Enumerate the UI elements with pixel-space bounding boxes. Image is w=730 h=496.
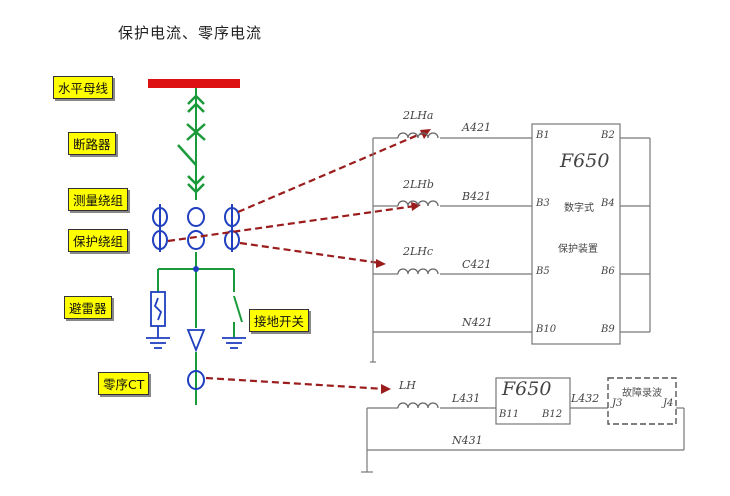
ct-label-c: 2LHc (403, 245, 434, 258)
ct-label-b: 2LHb (403, 178, 434, 191)
terminal-b12: B12 (542, 409, 563, 420)
wire-label-c421: C421 (462, 258, 492, 271)
label-breaker: 断路器 (68, 132, 116, 155)
terminal-b1: B1 (536, 130, 550, 141)
label-protect-winding: 保护绕组 (68, 229, 129, 252)
terminal-b4: B4 (601, 198, 615, 209)
label-ground-switch: 接地开关 (249, 309, 310, 332)
terminal-b5: B5 (536, 266, 550, 277)
junction-dot (193, 266, 199, 272)
ct-label-a: 2LHa (403, 109, 434, 122)
wire-label-n421: N421 (462, 316, 493, 329)
terminal-b3: B3 (536, 198, 550, 209)
recorder-label: 故障录波 (622, 388, 662, 399)
secondary-wiring (361, 123, 685, 473)
recorder-terminal-j4: J4 (663, 398, 674, 409)
busbar (148, 79, 240, 88)
relay-desc-2: 保护装置 (558, 244, 598, 255)
signal-arrows (167, 130, 426, 391)
ct-rings (152, 204, 240, 252)
terminal-b6: B6 (601, 266, 615, 277)
label-zero-seq-ct: 零序CT (98, 372, 150, 395)
terminal-b10: B10 (536, 324, 557, 335)
arrester-symbol (146, 291, 170, 349)
wire-label-n431: N431 (452, 434, 483, 447)
recorder-box (607, 377, 677, 425)
zero-seq-ct-ring (187, 370, 205, 390)
recorder-terminal-j3: J3 (612, 398, 623, 409)
wire-label-l431: L431 (452, 392, 481, 405)
relay-name: F650 (560, 150, 610, 172)
arrow-heads (376, 129, 431, 394)
wire-label-a421: A421 (462, 121, 491, 134)
terminal-b2: B2 (601, 130, 615, 141)
branch-lines (157, 268, 243, 338)
ct-coils (397, 132, 439, 409)
page-title: 保护电流、零序电流 (118, 24, 263, 42)
zero-relay-name: F650 (502, 378, 552, 400)
wire-label-b421: B421 (462, 190, 492, 203)
terminal-b11: B11 (499, 409, 520, 420)
relay-desc-1: 数字式 (564, 203, 594, 214)
zero-ct-label: LH (399, 379, 416, 392)
wire-label-l432: L432 (571, 392, 600, 405)
terminal-b9: B9 (601, 324, 615, 335)
breaker-symbol (177, 94, 206, 194)
label-measure-winding: 测量绕组 (68, 188, 129, 211)
label-arrester: 避雷器 (64, 296, 112, 319)
ground-switch-ground (222, 337, 246, 349)
label-busbar: 水平母线 (53, 76, 114, 99)
cable-head (186, 329, 206, 353)
